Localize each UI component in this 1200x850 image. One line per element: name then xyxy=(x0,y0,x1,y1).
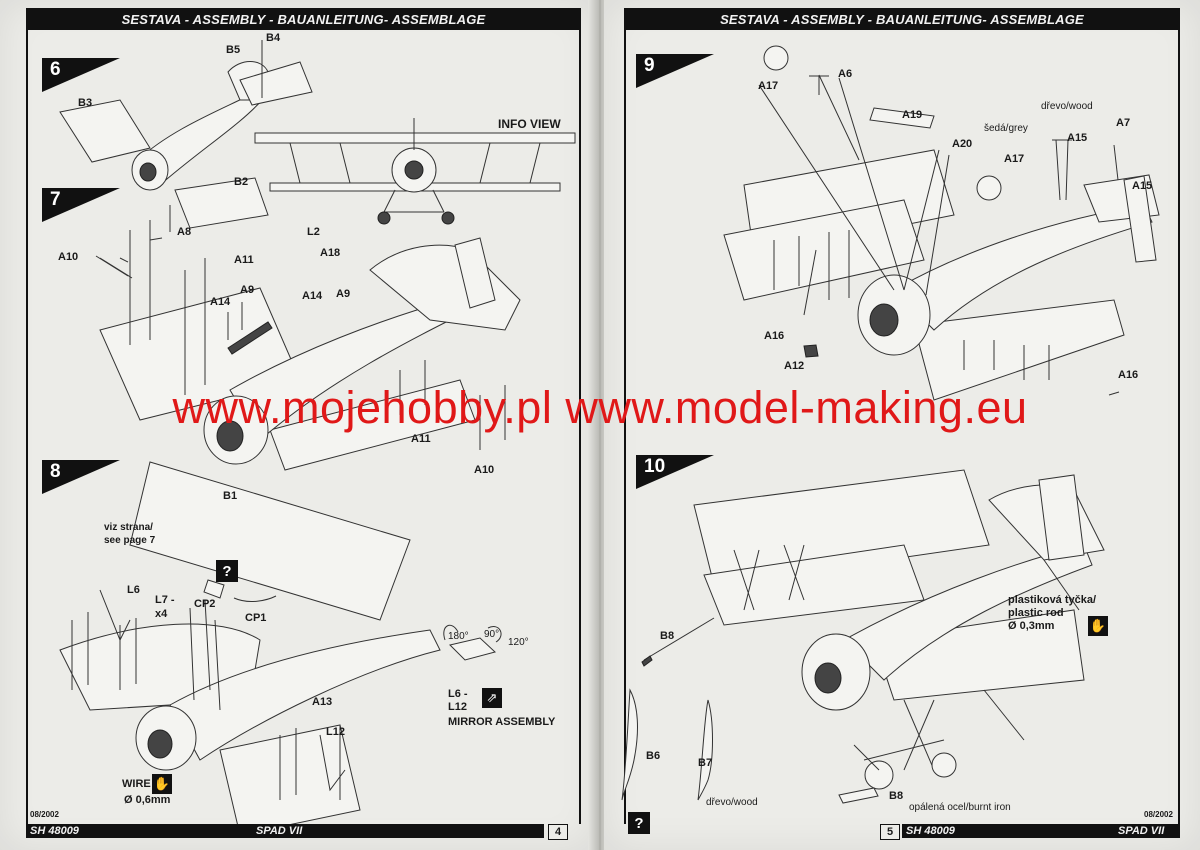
wire-label: WIRE xyxy=(122,778,151,790)
date-left: 08/2002 xyxy=(30,810,59,819)
part-label-l2: L2 xyxy=(307,226,320,238)
note-burnt-iron: opálená ocel/burnt iron xyxy=(909,802,1011,813)
hand-icon: ✋ xyxy=(152,774,172,794)
part-label-x4: x4 xyxy=(155,608,168,620)
footer-code: SH 48009 xyxy=(30,825,79,837)
part-label-a10-2: A10 xyxy=(474,464,495,476)
page-header: SESTAVA - ASSEMBLY - BAUANLEITUNG- ASSEM… xyxy=(624,8,1180,30)
step10-plane-drawing xyxy=(621,469,1105,804)
mirror-assembly-label: MIRROR ASSEMBLY xyxy=(448,716,556,728)
part-label-b8-2: B8 xyxy=(889,790,904,802)
page-number-right: 5 xyxy=(880,824,900,840)
assembly-drawings-left xyxy=(59,40,576,836)
part-label-b5: B5 xyxy=(226,44,241,56)
part-label-a19: A19 xyxy=(902,109,923,121)
footer-code: SH 48009 xyxy=(906,825,955,837)
part-label-cp2: CP2 xyxy=(194,598,216,610)
part-label-a9-1: A9 xyxy=(240,284,255,296)
frame-right xyxy=(579,30,581,824)
watermark-text: www.mojehobby.pl www.model-making.eu xyxy=(172,382,1028,433)
part-label-a14-2: A14 xyxy=(302,290,323,302)
note-see-page: viz strana/ see page 7 xyxy=(104,522,156,546)
part-label-a17-1: A17 xyxy=(758,80,779,92)
angle-90: 90° xyxy=(484,629,500,640)
question-icon: ? xyxy=(628,812,650,834)
step7-plane-drawing xyxy=(95,205,521,471)
part-label-a17-2: A17 xyxy=(1004,153,1025,165)
part-label-a18: A18 xyxy=(320,247,341,259)
question-icon: ? xyxy=(216,560,238,582)
step6-fuselage-drawing xyxy=(59,40,313,229)
part-label-a20: A20 xyxy=(952,138,973,150)
part-label-l12: L12 xyxy=(326,726,345,738)
part-label-a7: A7 xyxy=(1116,117,1131,129)
note-plastic-rod: plastiková tyčka/ plastic rod Ø 0,3mm xyxy=(1008,594,1097,632)
wire-diameter: Ø 0,6mm xyxy=(124,794,171,806)
frame-left xyxy=(26,30,28,824)
date-right: 08/2002 xyxy=(1144,810,1173,819)
frame-left xyxy=(624,30,626,824)
part-label-a11-2: A11 xyxy=(411,433,431,445)
part-label-b2: B2 xyxy=(234,176,249,188)
assembly-drawings-right xyxy=(621,45,1160,804)
page-footer-right: SH 48009 SPAD VII xyxy=(902,824,1180,838)
page-number-left: 4 xyxy=(548,824,568,840)
page-footer-left: SH 48009 SPAD VII xyxy=(26,824,544,838)
angle-180: 180° xyxy=(448,631,469,642)
part-label-a16-1: A16 xyxy=(764,330,785,342)
footer-model: SPAD VII xyxy=(1118,825,1165,837)
part-label-a12: A12 xyxy=(784,360,805,372)
part-label-a8: A8 xyxy=(177,226,192,238)
page-header: SESTAVA - ASSEMBLY - BAUANLEITUNG- ASSEM… xyxy=(26,8,581,30)
note-grey: šedá/grey xyxy=(984,123,1028,134)
part-label-l6: L6 xyxy=(127,584,140,596)
part-label-a14-1: A14 xyxy=(210,296,231,308)
part-label-a15-2: A15 xyxy=(1132,180,1153,192)
part-label-b8-1: B8 xyxy=(660,630,675,642)
mirror-parts-label: L6 - L12 xyxy=(448,688,468,713)
footer-model: SPAD VII xyxy=(256,825,303,837)
note-wood-bottom: dřevo/wood xyxy=(706,797,758,808)
part-label-b7: B7 xyxy=(698,757,713,769)
instruction-page-left: SESTAVA - ASSEMBLY - BAUANLEITUNG- ASSEM… xyxy=(0,0,596,850)
part-label-a16-2: A16 xyxy=(1118,369,1139,381)
part-label-a6: A6 xyxy=(838,68,853,80)
step8-plane-drawing xyxy=(59,461,441,836)
part-label-b6: B6 xyxy=(646,750,661,762)
instruction-page-right: SESTAVA - ASSEMBLY - BAUANLEITUNG- ASSEM… xyxy=(604,0,1200,850)
mirror-detail-drawing xyxy=(443,624,502,661)
part-label-b4: B4 xyxy=(266,32,281,44)
info-view-drawing xyxy=(254,118,576,225)
part-label-l7: L7 - xyxy=(155,594,175,606)
note-wood-top: dřevo/wood xyxy=(1041,101,1093,112)
hand-icon: ✋ xyxy=(1088,616,1108,636)
angle-120: 120° xyxy=(508,637,529,648)
part-label-b1: B1 xyxy=(223,490,238,502)
part-label-a9-2: A9 xyxy=(336,288,351,300)
mirror-icon: ⇗ xyxy=(482,688,502,708)
part-label-cp1: CP1 xyxy=(245,612,267,624)
part-label-a11: A11 xyxy=(234,254,254,266)
step9-plane-drawing xyxy=(723,45,1160,401)
part-label-a15-1: A15 xyxy=(1067,132,1088,144)
part-label-a13: A13 xyxy=(312,696,333,708)
info-view-label: INFO VIEW xyxy=(498,117,561,131)
part-label-b3: B3 xyxy=(78,97,93,109)
frame-right xyxy=(1178,30,1180,824)
part-label-a10: A10 xyxy=(58,251,79,263)
